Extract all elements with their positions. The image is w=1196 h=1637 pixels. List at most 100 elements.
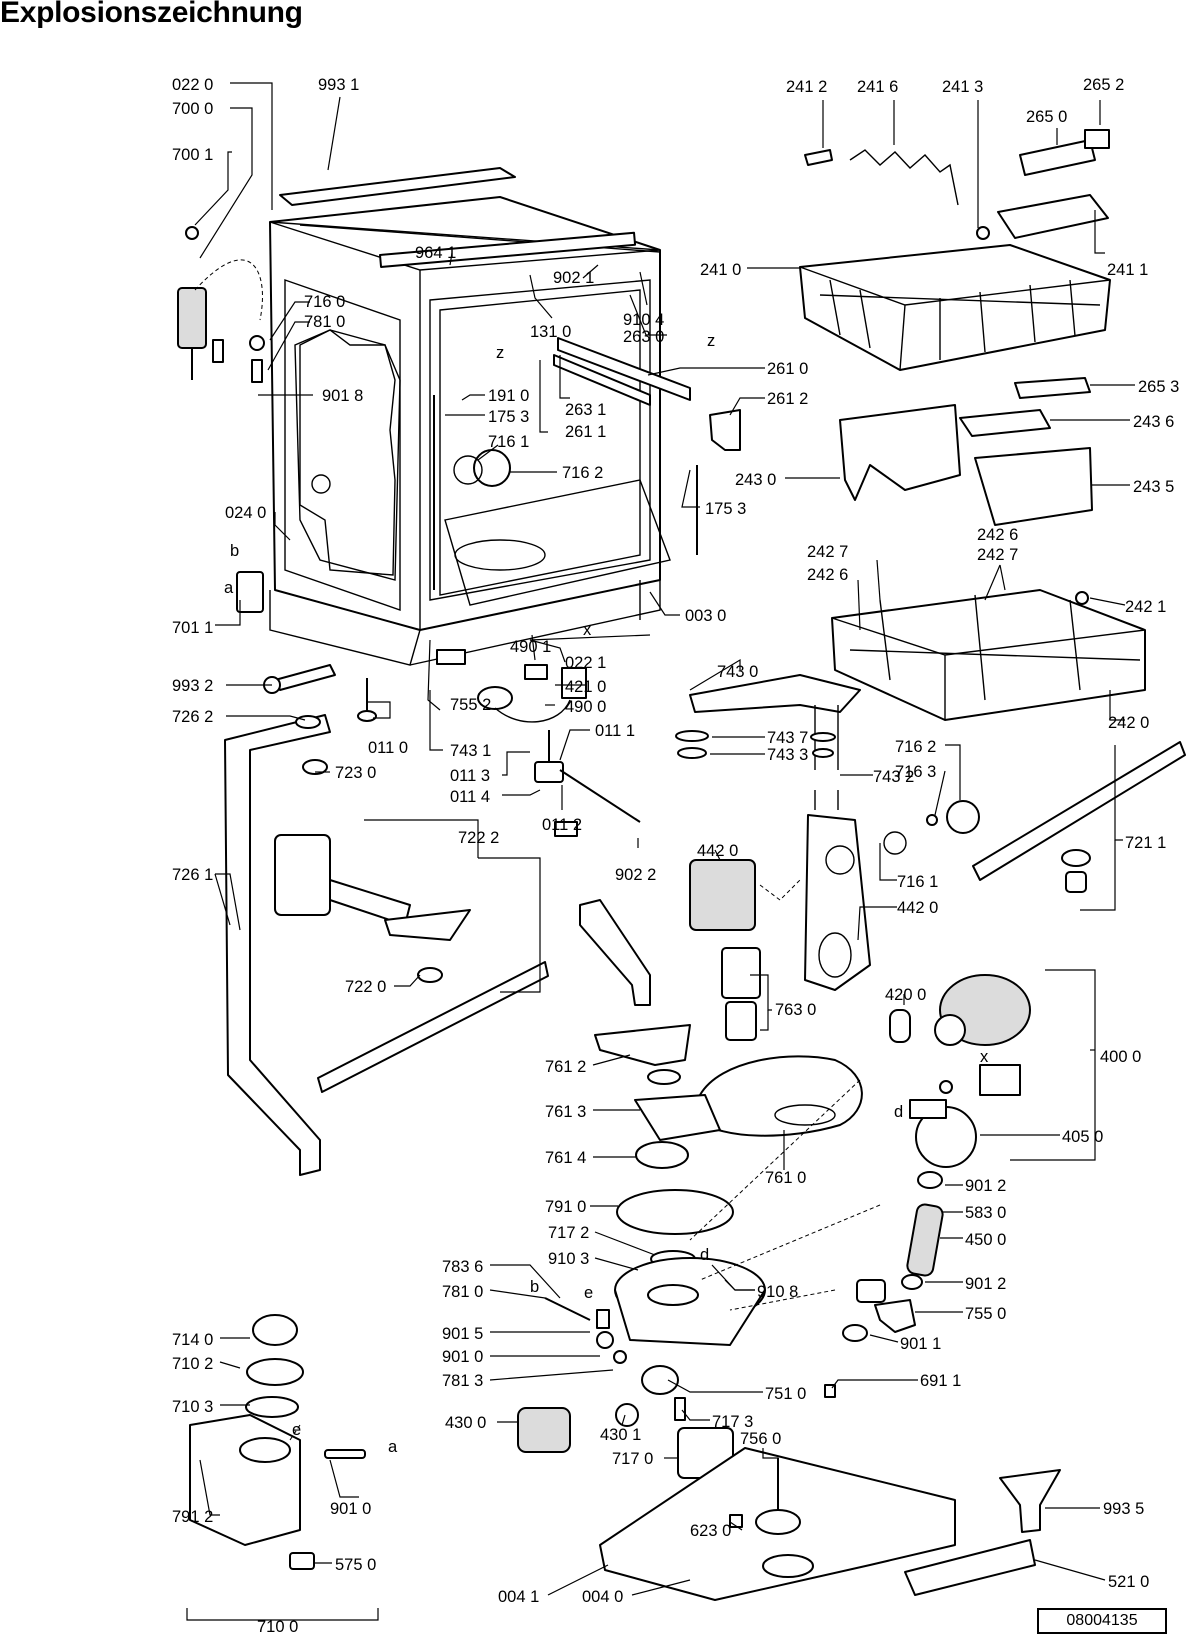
- label-743-2: 743 2: [873, 768, 914, 786]
- label-011-1: 011 1: [595, 722, 635, 740]
- label-993-2: 993 2: [172, 677, 213, 695]
- sump-pipe: [579, 899, 651, 1006]
- label-243-0: 243 0: [735, 471, 776, 489]
- label-490-1: 490 1: [510, 638, 551, 656]
- softener-ring-710-2: [246, 1358, 304, 1386]
- label-700-1: 700 1: [172, 146, 213, 164]
- circulation-pipe: [224, 714, 331, 1176]
- label-910-8: 910 8: [757, 1283, 798, 1301]
- label-263-0: 263 0: [623, 328, 664, 346]
- label-716-1: 716 1: [488, 433, 529, 451]
- top-cover-strip: [279, 167, 516, 206]
- marker-d: d: [894, 1103, 903, 1121]
- label-241-6: 241 6: [857, 78, 898, 96]
- marker-d: d: [700, 1246, 709, 1264]
- marker-e: e: [292, 1421, 301, 1439]
- label-901-1: 901 1: [900, 1335, 941, 1353]
- label-993-1: 993 1: [318, 76, 359, 94]
- fine-filter: [721, 947, 761, 999]
- label-241-3: 241 3: [942, 78, 983, 96]
- label-242-0: 242 0: [1108, 714, 1149, 732]
- label-791-2: 791 2: [172, 1508, 213, 1526]
- label-781-0: 781 0: [304, 313, 345, 331]
- label-716-2: 716 2: [562, 464, 603, 482]
- label-910-4: 910 4: [623, 311, 664, 329]
- rail-261: [557, 337, 691, 401]
- label-761-3: 761 3: [545, 1103, 586, 1121]
- marker-z: z: [496, 344, 504, 362]
- softener-seal-710-3: [245, 1396, 299, 1418]
- label-710-3: 710 3: [172, 1398, 213, 1416]
- label-901-2-a: 901 2: [965, 1177, 1006, 1195]
- label-751-0: 751 0: [765, 1385, 806, 1403]
- label-131-0: 131 0: [530, 323, 571, 341]
- upper-spray-arm: [689, 674, 861, 713]
- label-623-0: 623 0: [690, 1522, 731, 1540]
- label-717-2: 717 2: [548, 1224, 589, 1242]
- heating-element: [906, 1203, 944, 1277]
- label-430-1: 430 1: [600, 1426, 641, 1444]
- label-710-0: 710 0: [257, 1618, 298, 1636]
- label-575-0: 575 0: [335, 1556, 376, 1574]
- label-902-1: 902 1: [553, 269, 594, 287]
- rack-wire: [849, 149, 959, 206]
- label-763-0: 763 0: [775, 1001, 816, 1019]
- upper-basket: [799, 244, 1111, 371]
- rack-clip-241-2: [804, 149, 833, 166]
- part-drawings: [177, 129, 1186, 1601]
- label-901-5: 901 5: [442, 1325, 483, 1343]
- label-755-0: 755 0: [965, 1305, 1006, 1323]
- label-261-0: 261 0: [767, 360, 808, 378]
- drain-outlet: [641, 1365, 679, 1395]
- cutlery-basket-243-0: [839, 404, 961, 501]
- label-993-5: 993 5: [1103, 1500, 1144, 1518]
- label-761-0: 761 0: [765, 1169, 806, 1187]
- control-strip: [904, 1539, 1036, 1596]
- label-901-0: 901 0: [442, 1348, 483, 1366]
- label-450-0: 450 0: [965, 1231, 1006, 1249]
- label-902-2: 902 2: [615, 866, 656, 884]
- label-783-6: 783 6: [442, 1258, 483, 1276]
- marker-b: b: [230, 542, 239, 560]
- label-175-3-b: 175 3: [705, 500, 746, 518]
- document-number-box: 08004135: [1037, 1608, 1167, 1634]
- door-switch: [524, 664, 548, 680]
- hinge-spring: [177, 287, 207, 349]
- filter-plate-761-0: [699, 1055, 863, 1137]
- label-701-1: 701 1: [172, 619, 213, 637]
- label-243-6: 243 6: [1133, 413, 1174, 431]
- hinge-bracket: [236, 571, 264, 613]
- label-242-6-b: 242 6: [977, 526, 1018, 544]
- leader-lines: [186, 82, 1135, 1621]
- label-716-2-b: 716 2: [895, 738, 936, 756]
- softener-cap: [252, 1314, 298, 1346]
- clip-261-2: [709, 409, 741, 451]
- marker-z: z: [707, 332, 715, 350]
- pipe-junction: [274, 834, 331, 916]
- label-700-0: 700 0: [172, 100, 213, 118]
- label-011-4: 011 4: [450, 788, 490, 806]
- lower-spray-arm: [317, 961, 549, 1093]
- label-910-3: 910 3: [548, 1250, 589, 1268]
- label-691-1: 691 1: [920, 1372, 961, 1390]
- label-261-2: 261 2: [767, 390, 808, 408]
- label-714-0: 714 0: [172, 1331, 213, 1349]
- riser-duct: [804, 814, 871, 991]
- door-lock: [561, 667, 587, 699]
- label-743-3: 743 3: [767, 746, 808, 764]
- label-420-0: 420 0: [885, 986, 926, 1004]
- label-743-0: 743 0: [717, 663, 758, 681]
- door-seal: [299, 329, 396, 576]
- label-722-2: 722 2: [458, 829, 499, 847]
- label-722-0: 722 0: [345, 978, 386, 996]
- cutlery-basket-243-5: [974, 447, 1093, 526]
- label-011-0: 011 0: [368, 739, 408, 757]
- label-004-1: 004 1: [498, 1588, 539, 1606]
- filter-seal-761-4: [635, 1141, 689, 1169]
- marker-x: x: [980, 1048, 989, 1066]
- filter-tray-761-2: [594, 1024, 691, 1066]
- tub-cabinet: [269, 196, 671, 666]
- label-265-0: 265 0: [1026, 108, 1067, 126]
- label-726-2: 726 2: [172, 708, 213, 726]
- label-430-0: 430 0: [445, 1414, 486, 1432]
